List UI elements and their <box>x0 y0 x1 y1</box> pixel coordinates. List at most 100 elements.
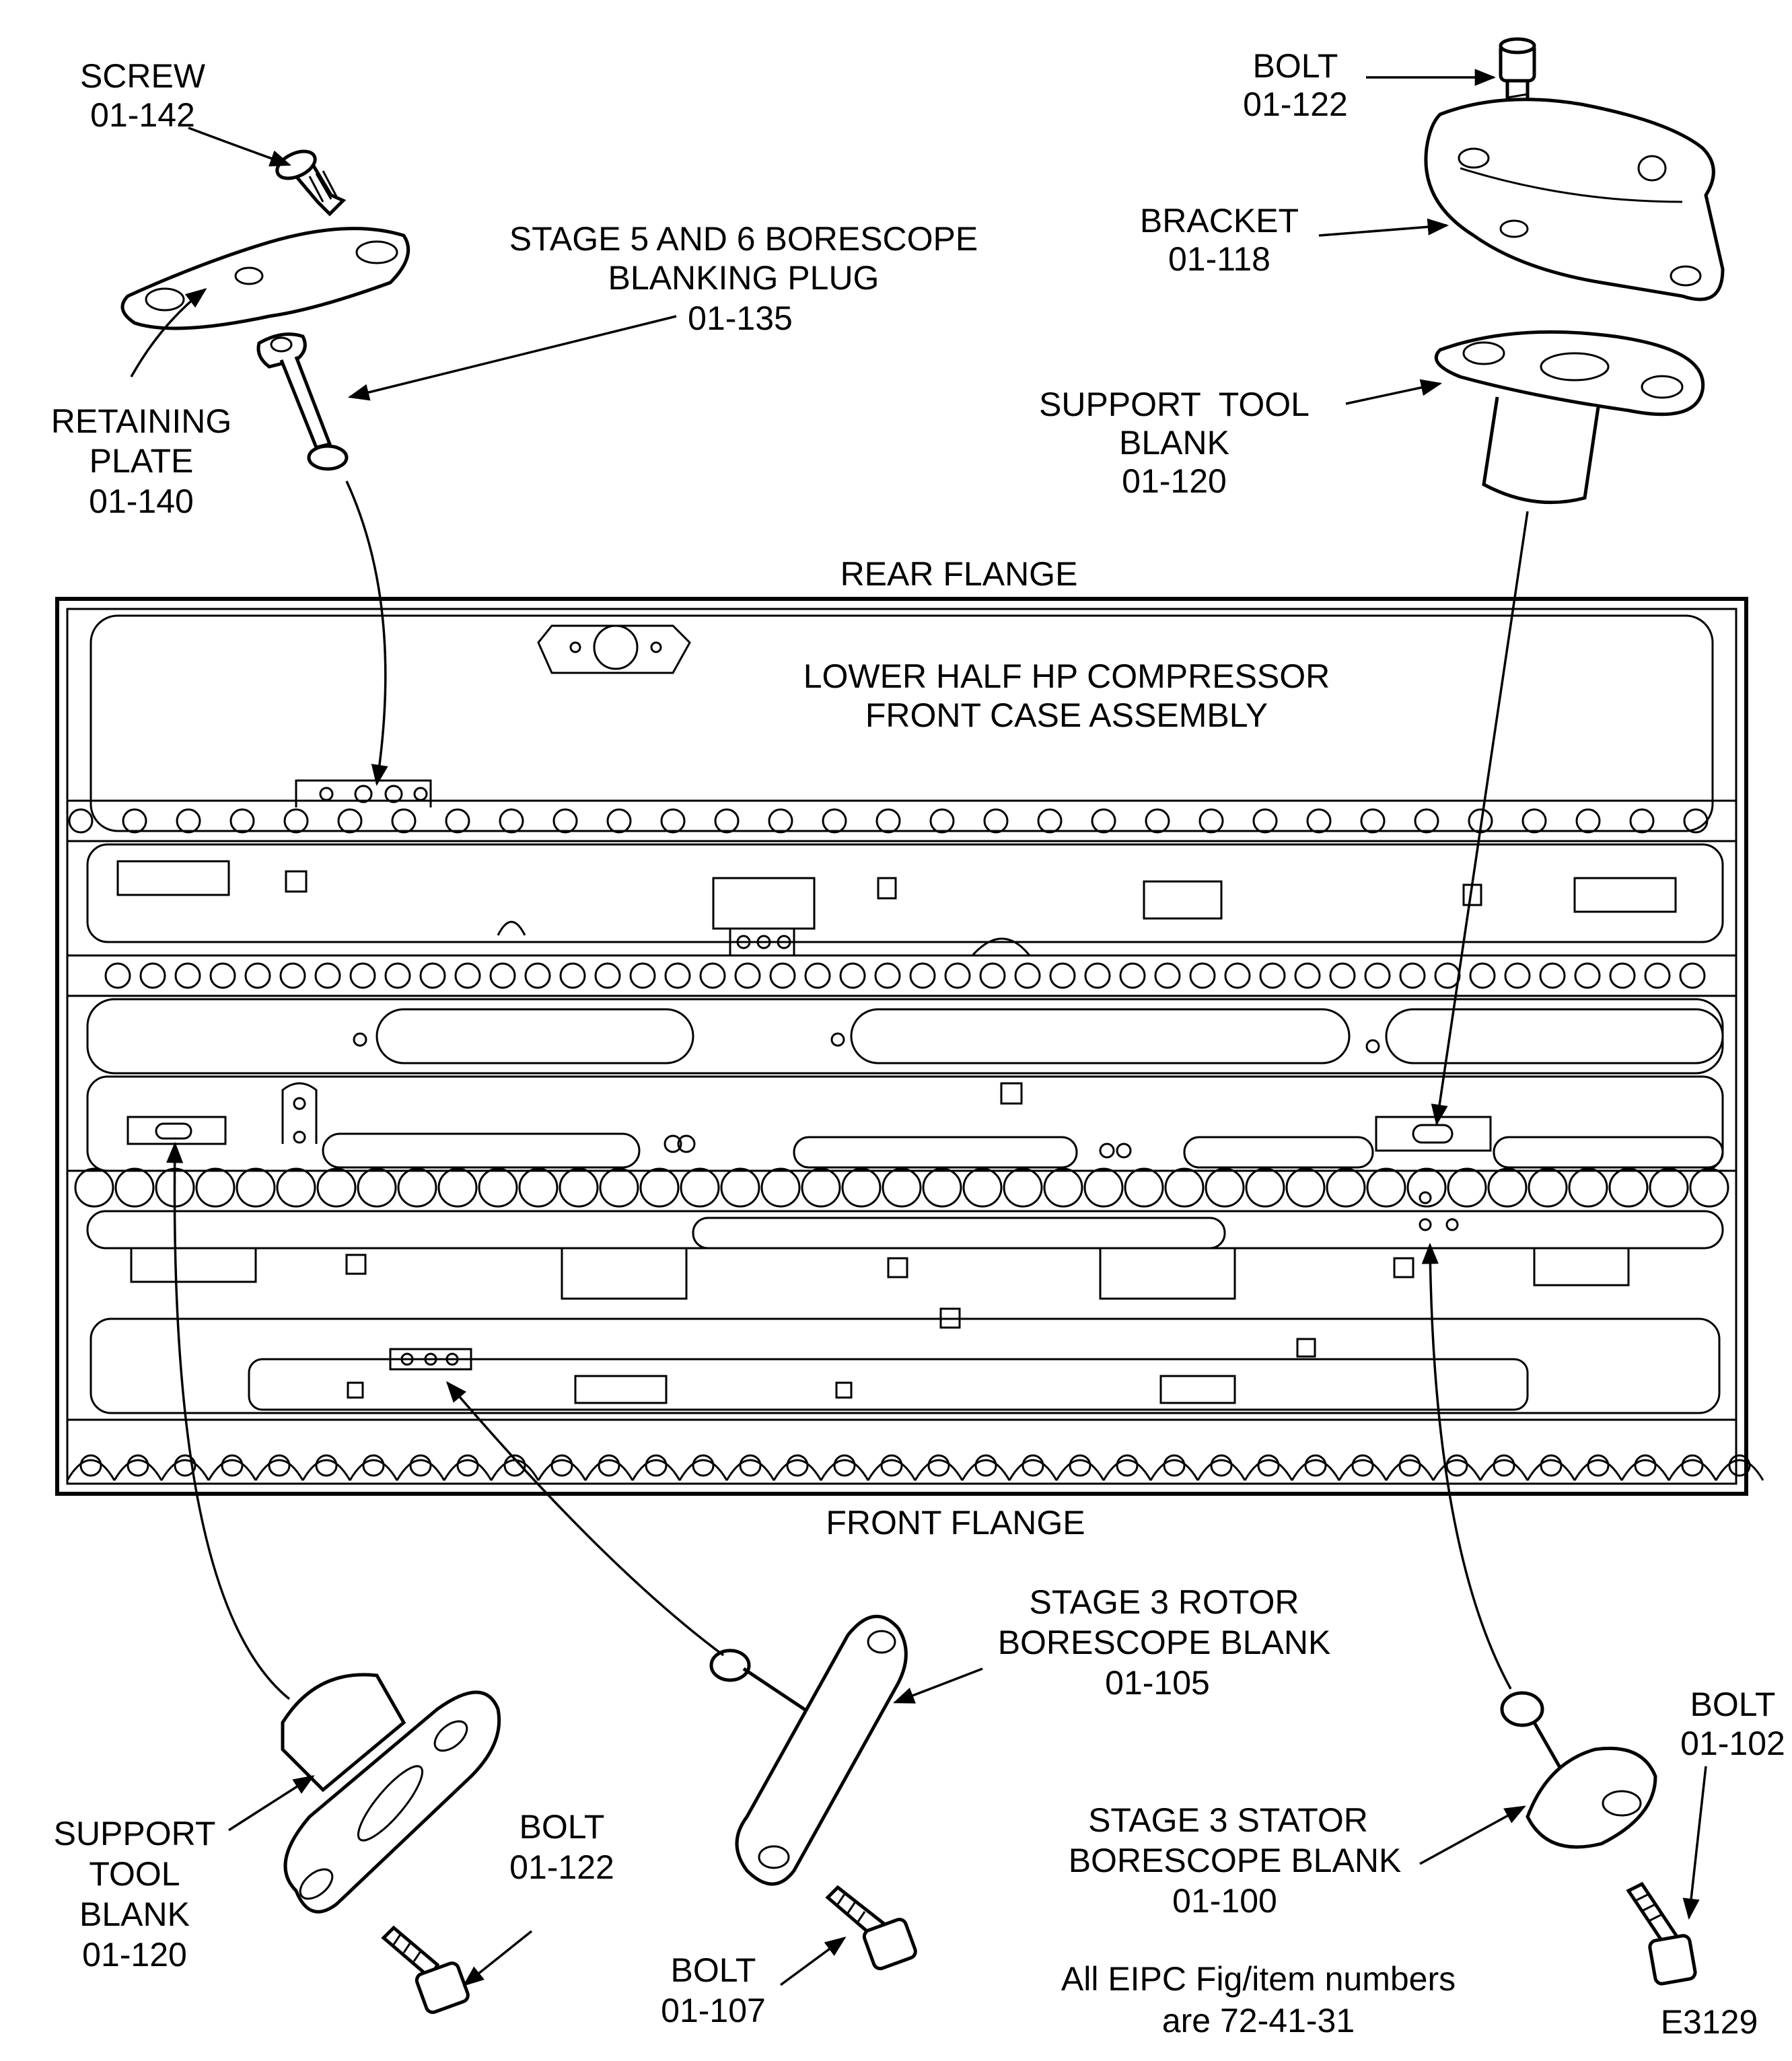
flange-scallop-hole <box>409 1454 432 1477</box>
bolt-hole <box>279 962 306 989</box>
bolt-right-label-name: BOLT <box>1690 1686 1776 1723</box>
bolt-hole <box>122 808 147 834</box>
bolt-bottom-left-label-number: 01-122 <box>509 1848 614 1886</box>
bolt-hole <box>1014 962 1041 989</box>
flange-scallop-hole <box>1540 1454 1563 1477</box>
flange-scallop-hole <box>456 1454 479 1477</box>
retaining-plate-part <box>120 227 410 330</box>
bolt-hole <box>1224 962 1251 989</box>
bracket-label-number: 01-118 <box>1168 240 1270 278</box>
bolt-hole <box>769 962 796 989</box>
bolt-hole <box>1326 1167 1366 1208</box>
bolt-hole <box>1145 808 1170 834</box>
bolt-hole <box>1447 1167 1487 1208</box>
bolt-hole <box>1245 1167 1285 1208</box>
bolt-hole <box>1091 808 1116 834</box>
flange-scallop-hole <box>268 1454 291 1477</box>
bolt-top-label-name: BOLT <box>1253 47 1338 85</box>
bolt-hole <box>176 808 201 834</box>
bolt-hole <box>1528 1167 1568 1208</box>
bolt-hole <box>639 1167 680 1208</box>
compressor-case-assembly <box>55 597 1764 1496</box>
bolt-bottom-left-label-name: BOLT <box>519 1808 605 1846</box>
front-flange-label: FRONT FLANGE <box>826 1504 1085 1542</box>
bolt-bottom-left-part <box>381 1925 470 2015</box>
rotor-blank-label-number: 01-105 <box>1105 1664 1210 1702</box>
bolt-hole <box>841 1167 882 1208</box>
support-tool-bottom-label-number: 01-120 <box>82 1936 187 1974</box>
support-tool-bottom-label-line-1: SUPPORT <box>54 1815 216 1852</box>
flange-scallop-hole <box>1445 1454 1468 1477</box>
bolt-hole <box>1575 808 1601 834</box>
bolt-hole <box>1689 1167 1729 1208</box>
bolt-right-part <box>1626 1881 1697 1986</box>
bolt-hole <box>337 808 363 834</box>
bolt-hole <box>1252 808 1278 834</box>
bolt-hole <box>1434 962 1461 989</box>
bolt-hole <box>397 1167 437 1208</box>
bolt-hole <box>1364 962 1391 989</box>
front-flange-scallops <box>66 1454 1764 1481</box>
flange-scallop-hole <box>79 1454 102 1477</box>
bolt-hole <box>283 808 309 834</box>
bolt-hole <box>1644 962 1671 989</box>
screw-label-number: 01-142 <box>90 96 195 134</box>
support-tool-bottom-label-line-2: TOOL <box>89 1855 180 1893</box>
flange-scallop-hole <box>833 1454 856 1477</box>
footnote-line-2: are 72-41-31 <box>1162 2002 1355 2039</box>
bolt-hole <box>1294 962 1321 989</box>
bolt-hole <box>1083 1167 1124 1208</box>
flange-scallop-hole <box>1398 1454 1421 1477</box>
bolt-hole <box>1154 962 1181 989</box>
bolt-top-label-number: 01-122 <box>1243 85 1348 123</box>
flange-scallop-hole <box>1022 1454 1044 1477</box>
bolt-hole <box>1164 1167 1205 1208</box>
bolt-hole <box>229 808 255 834</box>
flange-scallop-hole <box>1493 1454 1515 1477</box>
bolt-hole <box>478 1167 518 1208</box>
bolt-hole <box>1037 808 1063 834</box>
bolt-hole <box>699 962 726 989</box>
bolt-hole <box>760 1167 801 1208</box>
rotor-blank-label-line-2: BORESCOPE BLANK <box>998 1624 1331 1661</box>
bolt-hole <box>1366 1167 1406 1208</box>
bolt-hole <box>804 962 831 989</box>
support-tool-top-label-line-1: SUPPORT TOOL <box>1039 386 1310 423</box>
flange-scallop-hole <box>598 1454 620 1477</box>
stage-bands <box>67 799 1736 1421</box>
bolt-hole <box>606 808 632 834</box>
bolt-hole <box>139 962 166 989</box>
flange-scallop-hole <box>974 1454 997 1477</box>
bolt-bottom-mid-part <box>825 1885 917 1971</box>
bolt-hole <box>316 1167 357 1208</box>
bolt-hole <box>962 1167 1003 1208</box>
bolt-hole <box>1285 1167 1326 1208</box>
flange-scallop-hole <box>503 1454 526 1477</box>
bolt-hole <box>104 962 131 989</box>
bolt-hole <box>74 1167 114 1208</box>
bracket-part <box>1424 98 1725 301</box>
screw-part <box>275 149 347 217</box>
support-tool-bottom-label-line-3: BLANK <box>79 1895 190 1933</box>
bolt-hole <box>594 962 621 989</box>
bolt-hole <box>882 1167 922 1208</box>
flange-scallop-hole <box>645 1454 668 1477</box>
flange-bolt-row-2 <box>104 962 1706 989</box>
bolt-hole <box>1049 962 1076 989</box>
flange-scallop-hole <box>174 1454 196 1477</box>
support-tool-top-label-line-2: BLANK <box>1119 424 1229 462</box>
bolt-hole <box>518 1167 559 1208</box>
flange-bolt-row-3 <box>74 1167 1729 1208</box>
flange-scallop-hole <box>1116 1454 1139 1477</box>
flange-scallop-hole <box>362 1454 385 1477</box>
bolt-hole <box>929 808 955 834</box>
flange-scallop-hole <box>1163 1454 1186 1477</box>
bolt-hole <box>244 962 271 989</box>
stator-blank-label-line-1: STAGE 3 STATOR <box>1088 1801 1368 1839</box>
bolt-hole <box>768 808 793 834</box>
bolt-hole <box>1469 962 1496 989</box>
bolt-hole <box>922 1167 962 1208</box>
stator-blank-label-number: 01-100 <box>1172 1882 1277 1920</box>
bolt-hole <box>1189 962 1216 989</box>
bolt-hole <box>391 808 417 834</box>
